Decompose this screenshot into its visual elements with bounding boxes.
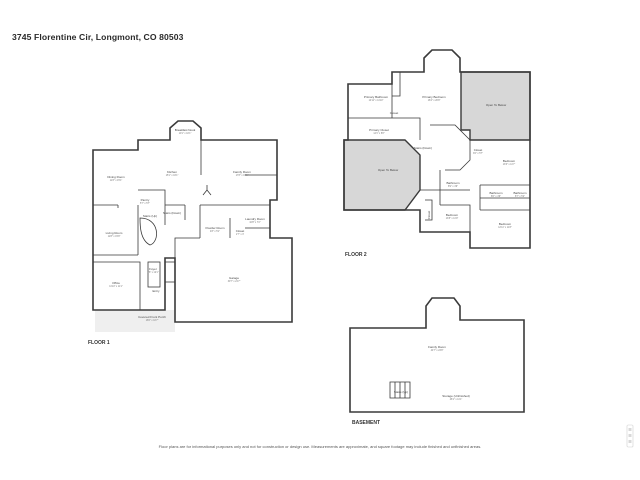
svg-text:3'6" x 5'7": 3'6" x 5'7" xyxy=(473,153,483,155)
room-bathroom-2: Bathroom xyxy=(489,191,503,195)
floor-1-plan: FLOOR 1 xyxy=(88,120,293,346)
svg-text:12'11" x 11'8": 12'11" x 11'8" xyxy=(498,227,512,229)
basement-outline xyxy=(349,297,525,413)
stairs-up-basement: Stairs (Up) xyxy=(394,390,408,394)
svg-text:11'10" x 11'1": 11'10" x 11'1" xyxy=(109,286,123,288)
room-entry: Entry xyxy=(152,289,160,293)
room-bathroom-3: Bathroom xyxy=(513,191,527,195)
room-closet-floor-2b: Closet xyxy=(427,211,431,220)
room-foyer: Foyer xyxy=(149,267,157,271)
room-dining-room: Dining Room xyxy=(107,175,125,179)
floor-1-label: FLOOR 1 xyxy=(88,340,110,346)
svg-text:30'7" x 21'7": 30'7" x 21'7" xyxy=(228,281,241,283)
room-office: Office xyxy=(112,281,120,285)
svg-text:10'1" x 10'1": 10'1" x 10'1" xyxy=(179,133,192,135)
svg-text:2'7" x 3': 2'7" x 3' xyxy=(236,234,245,236)
floor-1-outline xyxy=(92,120,293,323)
svg-text:11'8" x 15'1": 11'8" x 15'1" xyxy=(110,180,123,182)
room-pantry: Pantry xyxy=(141,198,150,202)
svg-text:14'11" x 11'10": 14'11" x 11'10" xyxy=(369,100,384,102)
room-closet-primary: Closet xyxy=(390,111,399,115)
room-open-to-below-right: Open To Below xyxy=(486,103,507,107)
disclaimer: Floor plans are for informational purpos… xyxy=(158,444,482,449)
room-open-to-below-left: Open To Below xyxy=(378,168,399,172)
floor-2-outline xyxy=(343,49,531,249)
floor-2-label: FLOOR 2 xyxy=(345,252,367,258)
property-address: 3745 Florentine Cir, Longmont, CO 80503 xyxy=(12,32,184,42)
room-storage: Storage (Unfinished) xyxy=(442,394,470,398)
room-laundry-room: Laundry Room xyxy=(245,217,265,221)
room-closet: Closet xyxy=(236,229,245,233)
room-bedroom-3: Bedroom xyxy=(499,222,512,226)
room-living-room: Living Room xyxy=(106,231,123,235)
basement-plan: BASEMENT xyxy=(349,297,525,426)
svg-text:5'7" x 5'7": 5'7" x 5'7" xyxy=(140,203,150,205)
room-kitchen: Kitchen xyxy=(167,170,177,174)
svg-text:14'1" x 5'8": 14'1" x 5'8" xyxy=(373,133,385,135)
stairs-up: Stairs (Up) xyxy=(143,214,157,218)
room-primary-bathroom: Primary Bathroom xyxy=(364,95,389,99)
room-garage: Garage xyxy=(229,276,239,280)
svg-text:8'7" x 5'2": 8'7" x 5'2" xyxy=(515,196,525,198)
stairs-down: Stairs (Down) xyxy=(163,211,181,215)
room-primary-closet: Primary Closet xyxy=(369,128,389,132)
svg-text:15'1" x 16'1": 15'1" x 16'1" xyxy=(166,175,179,177)
room-family-room-basement: Family Room xyxy=(428,345,446,349)
svg-text:16'4" x 20'8": 16'4" x 20'8" xyxy=(428,100,441,102)
svg-text:13'8" x 11'9": 13'8" x 11'9" xyxy=(446,218,459,220)
stairs-down-floor-2: Stairs (Down) xyxy=(414,146,432,150)
watermark-logo xyxy=(626,424,634,448)
room-bathroom-1: Bathroom xyxy=(446,181,460,185)
covered-porch-area xyxy=(95,310,175,332)
svg-text:44'7" x 24'8": 44'7" x 24'8" xyxy=(431,350,444,352)
room-covered-front-porch: Covered Front Porch xyxy=(138,315,166,319)
room-labels: Breakfast Nook 10'1" x 10'1" Kitchen 15'… xyxy=(106,95,527,401)
room-closet-floor-2: Closet xyxy=(474,148,483,152)
floor-2-plan: FLOOR 2 xyxy=(343,49,531,258)
room-bedroom-1: Bedroom xyxy=(503,159,516,163)
room-bedroom-2: Bedroom xyxy=(446,213,459,217)
svg-text:4'8" x 5'1": 4'8" x 5'1" xyxy=(210,231,220,233)
svg-text:48'1" x 11'1": 48'1" x 11'1" xyxy=(450,399,463,401)
open-to-below-left xyxy=(343,139,421,211)
basement-label: BASEMENT xyxy=(352,420,380,426)
svg-text:8'6" x 4'9": 8'6" x 4'9" xyxy=(491,196,501,198)
svg-text:17'8" x 19'1": 17'8" x 19'1" xyxy=(236,175,249,177)
svg-text:16'6" x 10'7": 16'6" x 10'7" xyxy=(146,320,159,322)
svg-text:12'8" x 15'8": 12'8" x 15'8" xyxy=(108,236,121,238)
svg-text:10'8" x 7'2": 10'8" x 7'2" xyxy=(249,222,261,224)
svg-text:7'8" x 12'1": 7'8" x 12'1" xyxy=(147,272,159,274)
svg-text:13'6" x 11'7": 13'6" x 11'7" xyxy=(503,164,516,166)
svg-text:8'9" x 4'9": 8'9" x 4'9" xyxy=(448,186,458,188)
room-powder-room: Powder Room xyxy=(205,226,225,230)
room-breakfast-nook: Breakfast Nook xyxy=(175,128,196,132)
room-primary-bedroom: Primary Bedroom xyxy=(422,95,446,99)
room-family-room: Family Room xyxy=(233,170,251,174)
